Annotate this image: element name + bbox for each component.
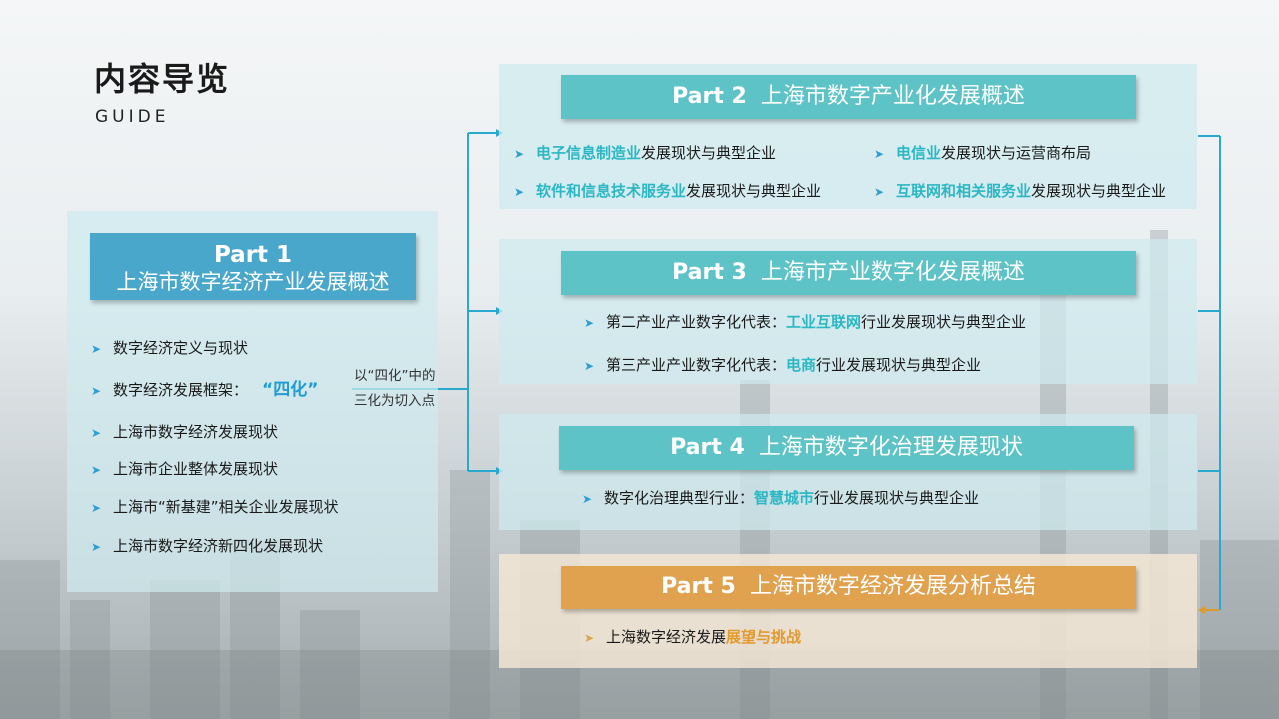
list-item: ➤数字化治理典型行业：智慧城市行业发展现状与典型企业 [582,489,980,507]
list-item: ➤第二产业产业数字化代表：工业互联网行业发展现状与典型企业 [584,313,1027,331]
chevron-right-icon: ➤ [91,384,102,398]
connector-note-line2: 三化为切入点 [354,393,435,409]
list-item: ➤电信业发展现状与运营商布局 [874,144,1092,162]
list-item: ➤上海市数字经济新四化发展现状 [91,537,324,555]
chevron-right-icon: ➤ [584,316,595,330]
list-item: ➤数字经济定义与现状 [91,339,249,357]
chevron-right-icon: ➤ [91,426,102,440]
list-item: ➤互联网和相关服务业发展现状与典型企业 [874,182,1167,200]
list-item: ➤数字经济发展框架：“四化” [91,380,319,400]
chevron-right-icon: ➤ [874,147,885,161]
list-item: ➤第三产业产业数字化代表：电商行业发展现状与典型企业 [584,356,982,374]
part5-title: 上海市数字经济发展分析总结 [749,574,1036,599]
chevron-right-icon: ➤ [874,185,885,199]
part5-banner: Part 5 上海市数字经济发展分析总结 [561,566,1136,609]
part3-banner: Part 3 上海市产业数字化发展概述 [561,251,1136,295]
chevron-right-icon: ➤ [582,492,593,506]
list-item: ➤上海市企业整体发展现状 [91,460,279,478]
list-item: ➤上海市“新基建”相关企业发展现状 [91,498,339,516]
part3-label: Part 3 [672,260,747,285]
chevron-right-icon: ➤ [91,342,102,356]
part4-label: Part 4 [670,435,745,460]
page-subtitle: GUIDE [95,107,170,127]
part1-banner: Part 1 上海市数字经济产业发展概述 [90,233,416,300]
connector-note-line1: 以“四化”中的 [354,368,436,384]
part2-title: 上海市数字产业化发展概述 [760,84,1025,109]
part2-label: Part 2 [672,84,747,109]
part1-label: Part 1 [213,242,293,268]
part1-title: 上海市数字经济产业发展概述 [116,270,390,294]
list-item: ➤上海数字经济发展展望与挑战 [584,628,802,646]
chevron-right-icon: ➤ [91,540,102,554]
part5-label: Part 5 [661,574,736,599]
part3-title: 上海市产业数字化发展概述 [760,260,1025,285]
chevron-right-icon: ➤ [514,185,525,199]
list-item: ➤电子信息制造业发展现状与典型企业 [514,144,777,162]
chevron-right-icon: ➤ [584,359,595,373]
part4-title: 上海市数字化治理发展现状 [758,435,1023,460]
chevron-right-icon: ➤ [584,631,595,645]
chevron-right-icon: ➤ [91,463,102,477]
list-item: ➤软件和信息技术服务业发展现状与典型企业 [514,182,822,200]
part2-banner: Part 2 上海市数字产业化发展概述 [561,75,1136,119]
list-item: ➤上海市数字经济发展现状 [91,423,279,441]
page-title: 内容导览 [94,60,231,98]
part4-banner: Part 4 上海市数字化治理发展现状 [559,426,1134,470]
chevron-right-icon: ➤ [514,147,525,161]
chevron-right-icon: ➤ [91,501,102,515]
